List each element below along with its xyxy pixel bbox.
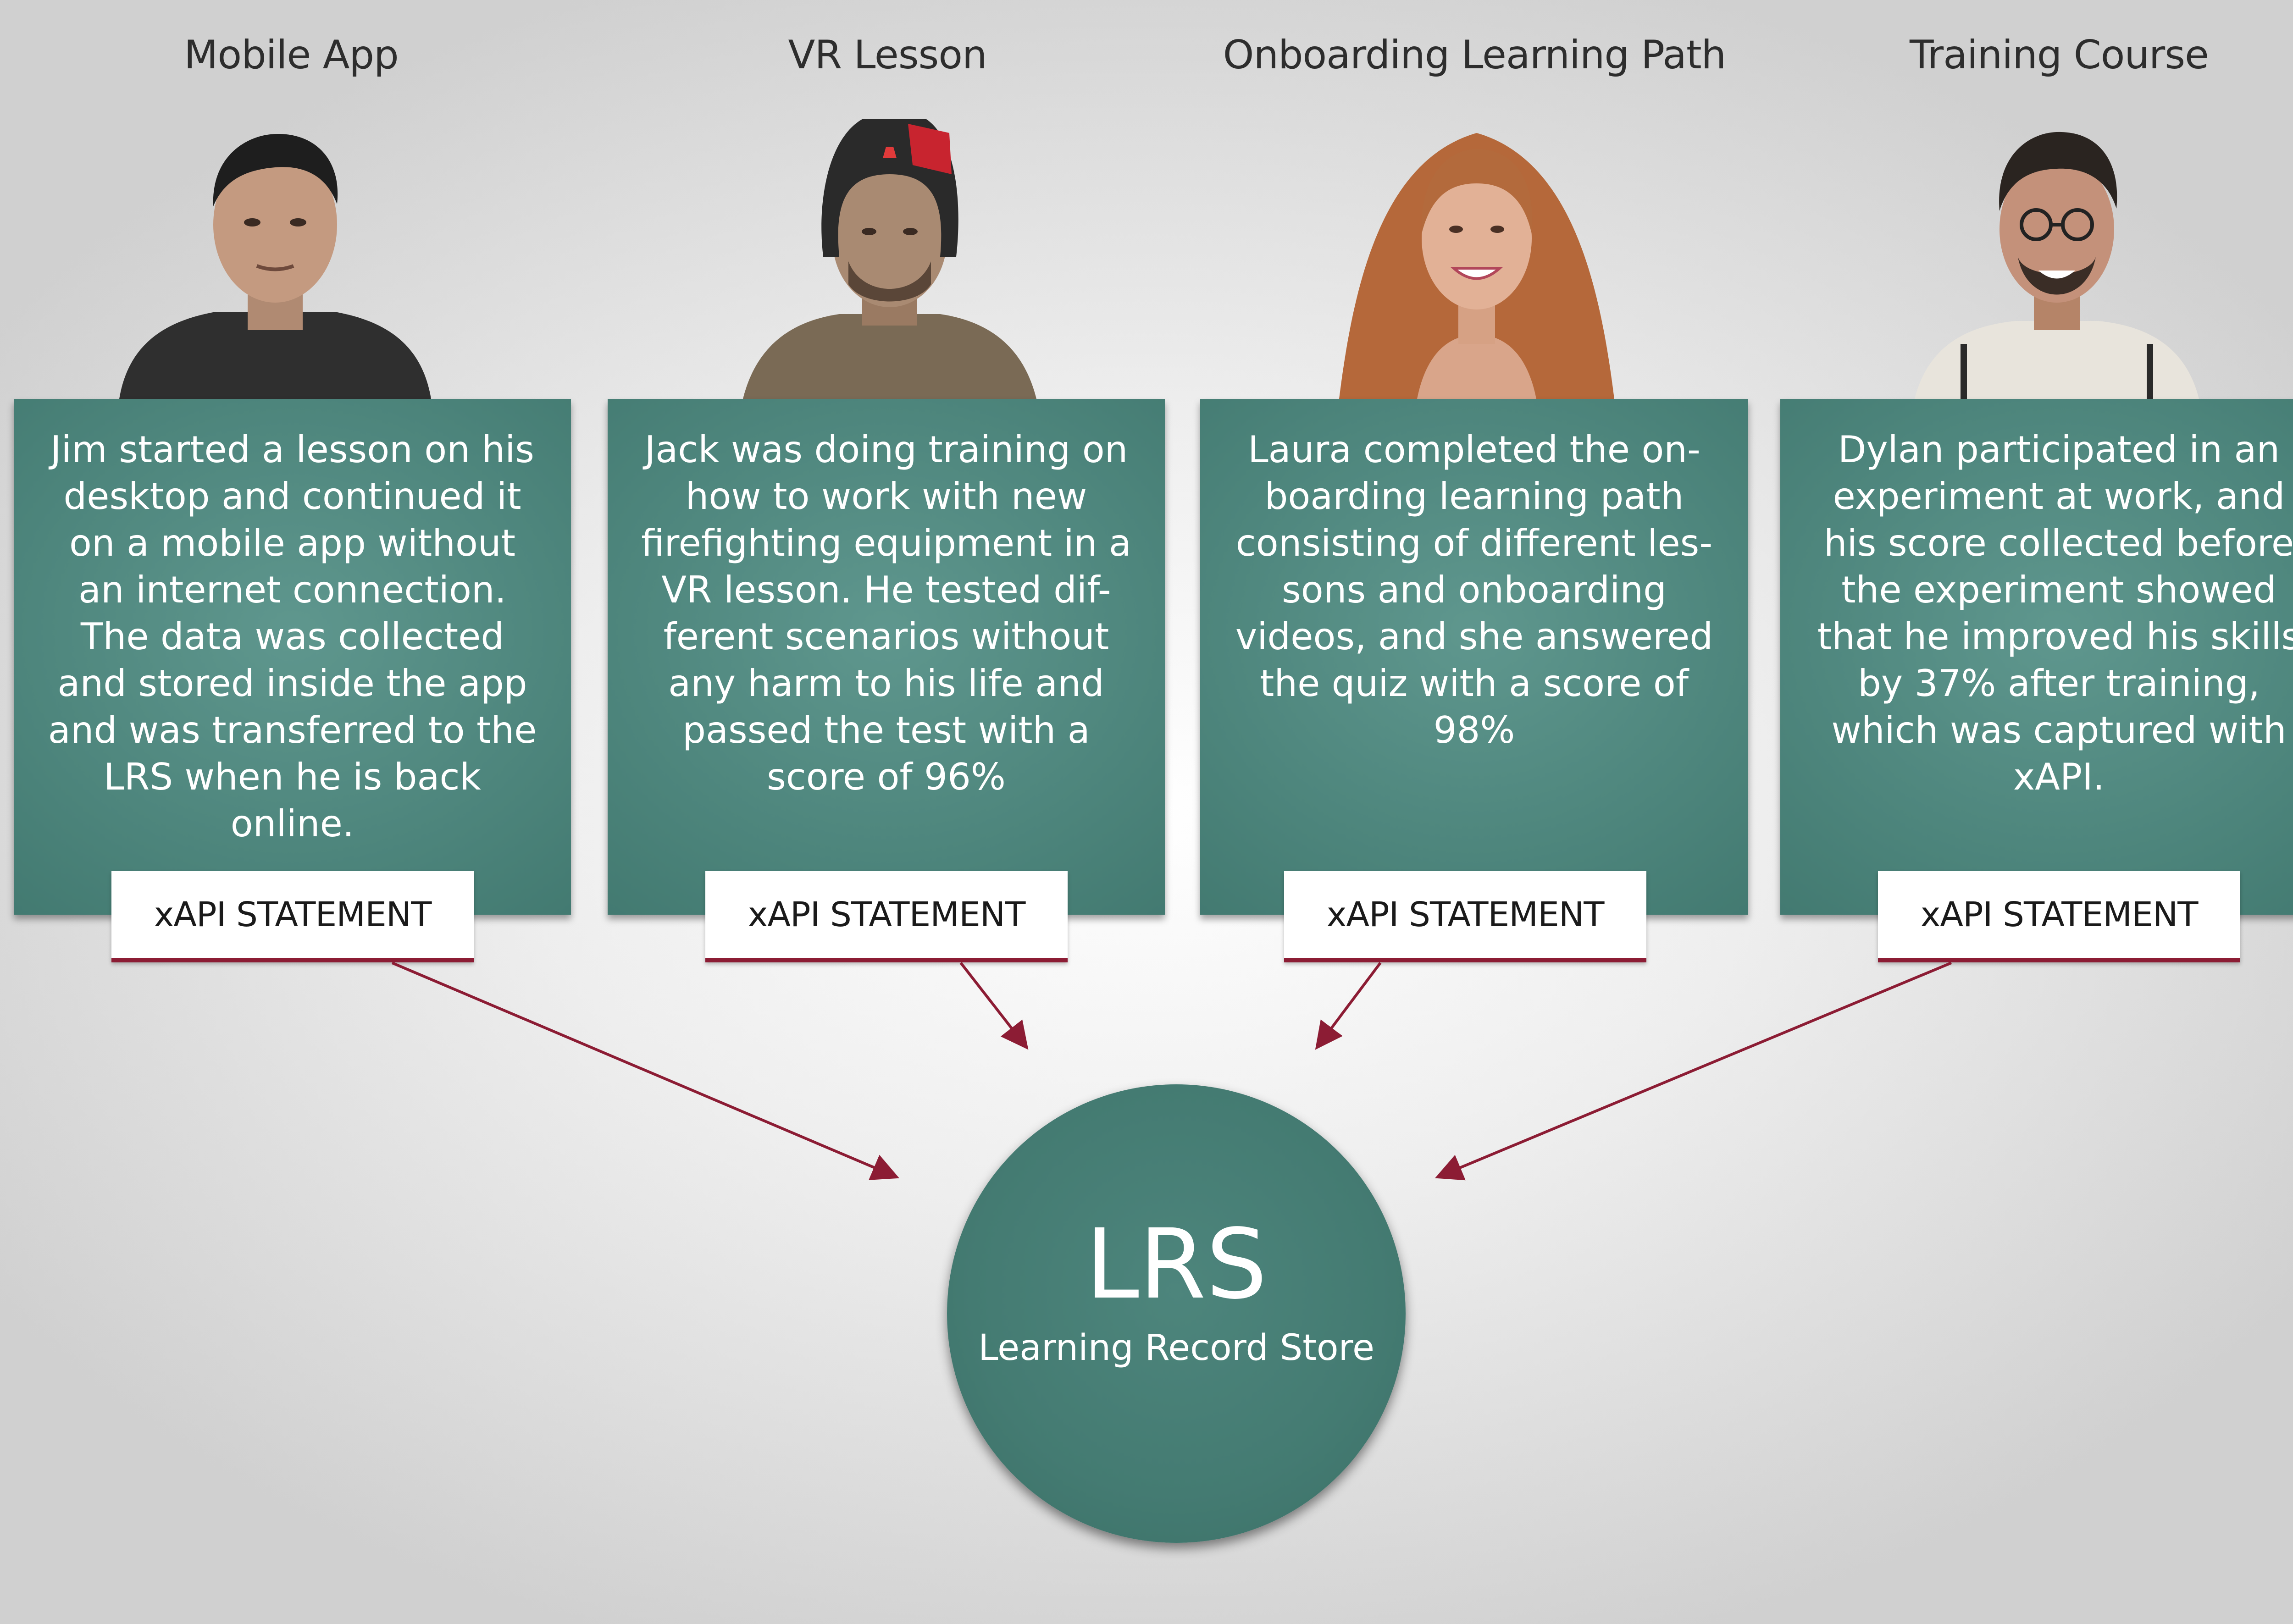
person-jack-portrait (743, 119, 1036, 399)
card-text-vr-lesson: Jack was doing training on how to work w… (641, 428, 1131, 798)
person-dylan-portrait (1915, 132, 2199, 399)
card-training-course: Dylan participated in an experiment at w… (1780, 399, 2293, 915)
person-laura-portrait (1339, 133, 1614, 399)
column-title-vr-lesson: VR Lesson (788, 32, 987, 78)
xapi-statement-button-vr-lesson[interactable]: xAPI STATEMENT (705, 871, 1068, 962)
arrow-mobile-app-to-lrs (391, 961, 900, 1180)
lrs-title: LRS (1085, 1208, 1268, 1320)
card-text-onboarding-learning-path: Laura completed the on-boarding learning… (1235, 428, 1713, 751)
lrs-circle: LRS Learning Record Store (947, 1084, 1406, 1543)
xapi-statement-button-mobile-app[interactable]: xAPI STATEMENT (111, 871, 474, 962)
arrow-onboarding-to-lrs (1315, 962, 1382, 1050)
column-title-training-course: Training Course (1910, 32, 2209, 78)
card-text-mobile-app: Jim started a lesson on his desktop and … (48, 428, 537, 845)
card-vr-lesson: Jack was doing training on how to work w… (608, 399, 1165, 915)
card-onboarding-learning-path: Laura completed the on-boarding learning… (1200, 399, 1748, 915)
arrow-vr-lesson-to-lrs (959, 962, 1029, 1050)
xapi-statement-button-onboarding[interactable]: xAPI STATEMENT (1284, 871, 1646, 962)
card-text-training-course: Dylan participated in an experiment at w… (1817, 428, 2293, 798)
xapi-statement-button-training-course[interactable]: xAPI STATEMENT (1878, 871, 2240, 962)
person-jim-portrait (119, 133, 431, 399)
lrs-subtitle: Learning Record Store (978, 1327, 1374, 1369)
card-mobile-app: Jim started a lesson on his desktop and … (14, 399, 571, 915)
arrow-training-course-to-lrs (1435, 961, 1952, 1181)
column-title-onboarding-learning-path: Onboarding Learning Path (1223, 32, 1726, 78)
column-title-mobile-app: Mobile App (184, 32, 399, 78)
